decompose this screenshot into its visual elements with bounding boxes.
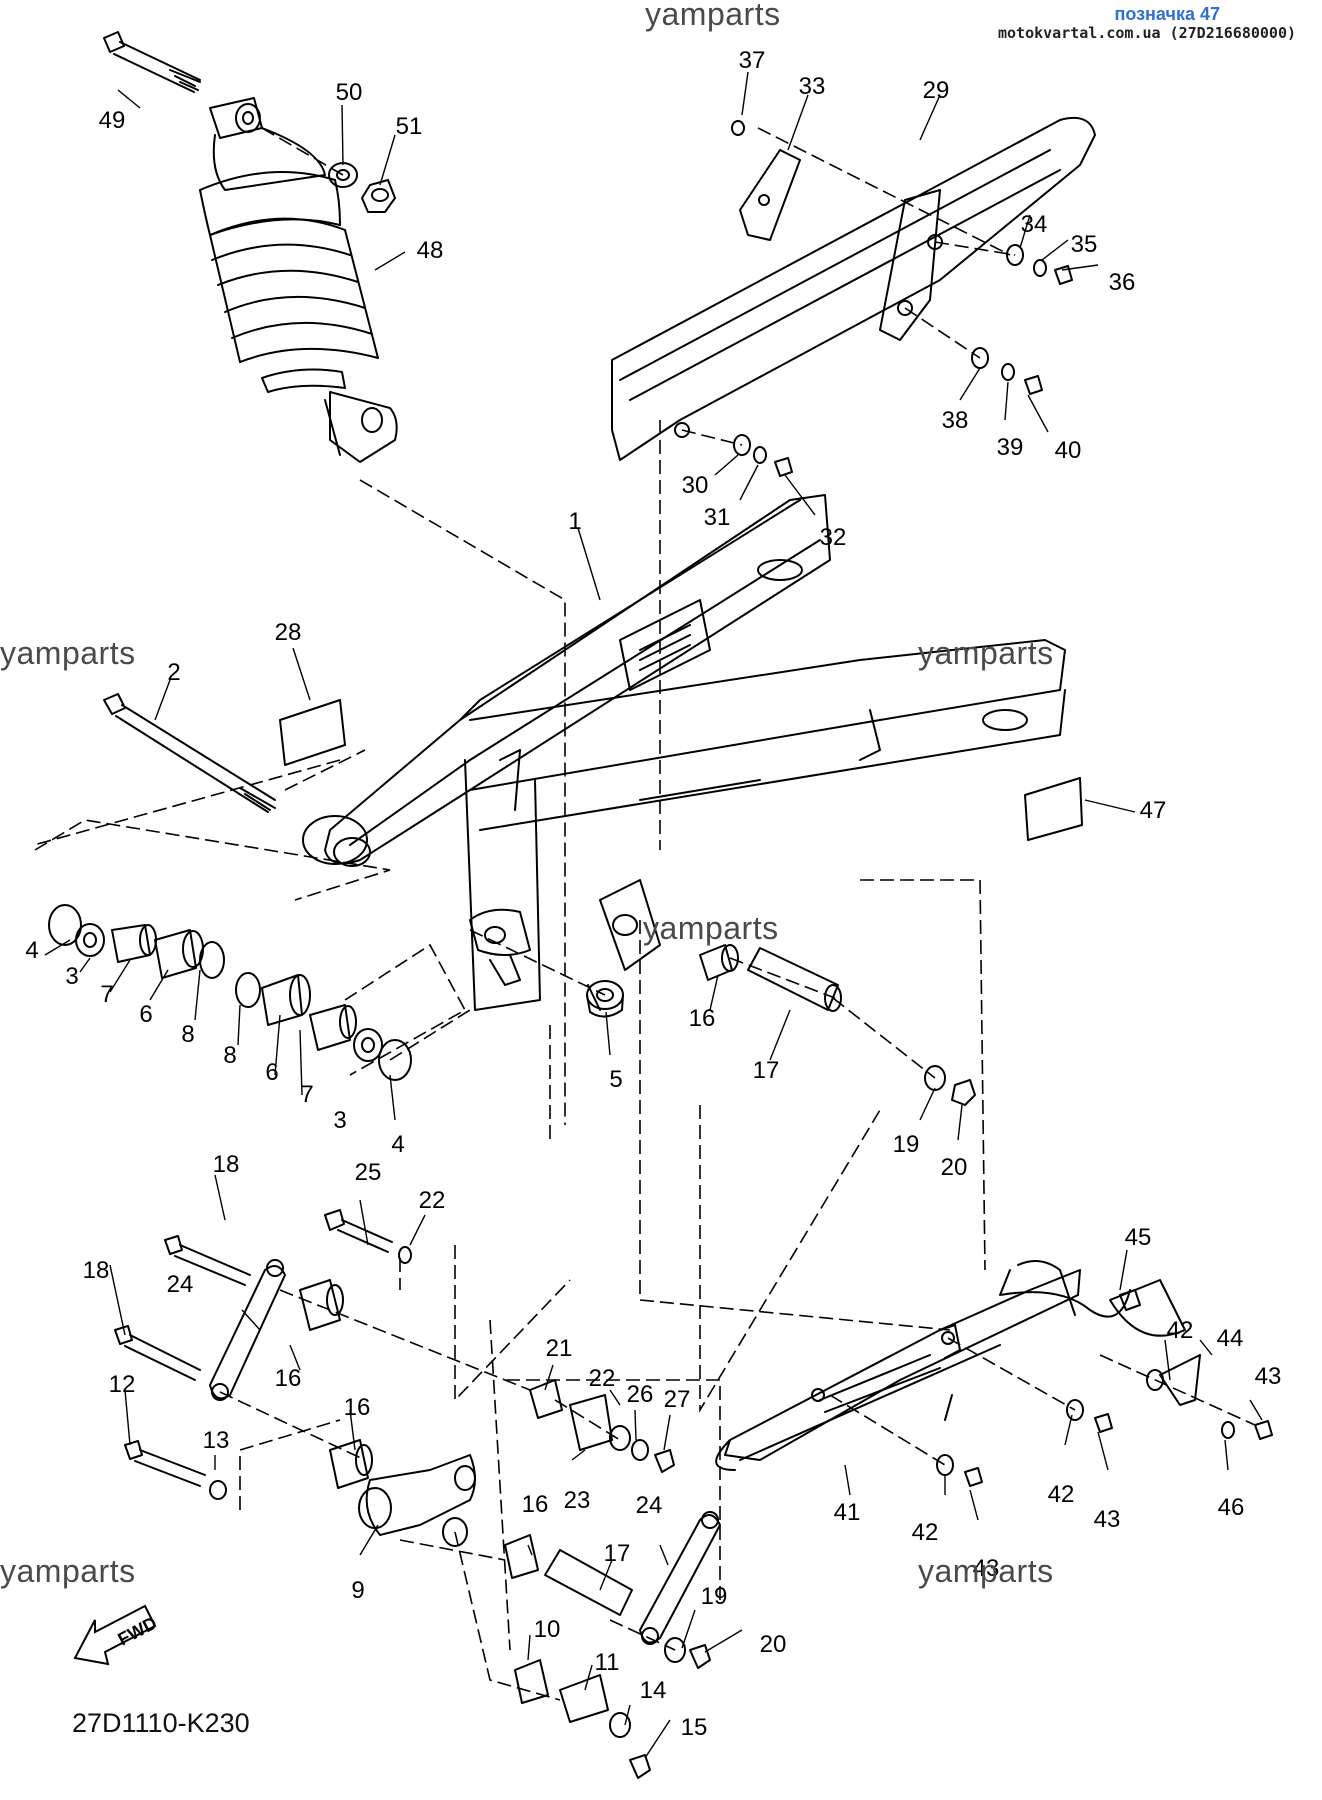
callout-number: 43 <box>1094 1506 1121 1533</box>
connecting-rod-part <box>209 1259 721 1645</box>
callout-number: 7 <box>100 981 113 1008</box>
guard-cover-part <box>1159 1354 1201 1406</box>
callout-number: 37 <box>739 47 766 74</box>
callout-number: 43 <box>1255 1363 1282 1390</box>
callout-number: 42 <box>1167 1317 1194 1344</box>
chain-guard-part <box>715 1260 1186 1471</box>
watermark: yamparts <box>918 1553 1054 1589</box>
callout-number: 18 <box>213 1151 240 1178</box>
watermark: yamparts <box>643 910 779 946</box>
label-sticker-part <box>279 699 1083 841</box>
callout-number: 20 <box>941 1154 968 1181</box>
callout-number: 19 <box>893 1131 920 1158</box>
callout-number: 45 <box>1125 1224 1152 1251</box>
callout-number: 49 <box>99 107 126 134</box>
callout-number: 4 <box>25 937 38 964</box>
callout-number: 18 <box>83 1257 110 1284</box>
callout-number: 14 <box>640 1677 667 1704</box>
shock-absorber-part <box>103 31 398 463</box>
watermark: yamparts <box>645 0 781 32</box>
callout-number: 17 <box>753 1057 780 1084</box>
callout-number: 8 <box>181 1021 194 1048</box>
callout-number: 11 <box>595 1649 620 1676</box>
callout-number: 4 <box>391 1131 404 1158</box>
callout-number: 42 <box>912 1519 939 1546</box>
callout-number: 16 <box>275 1365 302 1392</box>
callout-number: 32 <box>820 524 847 551</box>
diagram-label: позначка 47 <box>1114 4 1220 24</box>
callout-number: 51 <box>396 113 423 140</box>
callout-number: 36 <box>1109 269 1136 296</box>
collar-part <box>699 944 976 1106</box>
callout-number: 25 <box>355 1159 382 1186</box>
callout-number: 2 <box>167 659 180 686</box>
callout-number: 13 <box>203 1427 230 1454</box>
callout-number: 41 <box>834 1499 861 1526</box>
callout-number: 19 <box>701 1583 728 1610</box>
swingarm-part <box>302 494 1066 1011</box>
callout-number: 8 <box>223 1042 236 1069</box>
nut-part <box>328 162 396 213</box>
fastener-part <box>731 120 1273 1487</box>
callout-number: 39 <box>997 434 1024 461</box>
callout-number: 24 <box>167 1271 194 1298</box>
callout-number: 10 <box>534 1616 561 1643</box>
callout-number: 33 <box>799 73 826 100</box>
callout-number: 21 <box>546 1335 573 1362</box>
callout-number: 3 <box>333 1107 346 1134</box>
callout-number: 35 <box>1071 231 1098 258</box>
bolt-part <box>114 1209 393 1487</box>
callout-number: 16 <box>689 1005 716 1032</box>
bushing-set-part <box>209 1246 711 1779</box>
callout-number: 15 <box>681 1714 708 1741</box>
callout-number: 28 <box>275 619 302 646</box>
watermark: yamparts <box>0 1553 136 1589</box>
callout-number: 42 <box>1048 1481 1075 1508</box>
callout-number: 22 <box>589 1365 616 1392</box>
bushing-part <box>586 980 624 1018</box>
callout-number: 30 <box>682 472 709 499</box>
pivot-shaft-part <box>103 693 276 813</box>
callout-number: 6 <box>139 1001 152 1028</box>
callout-number: 24 <box>636 1492 663 1519</box>
callout-number: 48 <box>417 237 444 264</box>
callout-number: 6 <box>265 1059 278 1086</box>
callout-number: 26 <box>627 1381 654 1408</box>
callout-number: 22 <box>419 1187 446 1214</box>
callout-number: 34 <box>1021 211 1048 238</box>
callout-number: 9 <box>351 1577 364 1604</box>
callout-number: 17 <box>604 1540 631 1567</box>
callout-number: 5 <box>609 1066 622 1093</box>
callout-number: 44 <box>1217 1325 1244 1352</box>
callout-number: 40 <box>1055 437 1082 464</box>
fwd-arrow-icon: FWD <box>73 1604 160 1666</box>
callout-number: 31 <box>704 504 731 531</box>
callout-number: 47 <box>1140 797 1167 824</box>
callout-number: 12 <box>109 1371 136 1398</box>
callout-number: 7 <box>300 1081 313 1108</box>
callout-number: 20 <box>760 1631 787 1658</box>
source-text: motokvartal.com.ua (27D216680000) <box>997 24 1296 42</box>
diagram-code: 27D1110-K230 <box>72 1708 250 1738</box>
callout-number: 1 <box>568 508 581 535</box>
callout-number: 50 <box>336 79 363 106</box>
callout-number: 16 <box>522 1491 549 1518</box>
relay-arm-part <box>358 1454 476 1547</box>
watermark: yamparts <box>918 635 1054 671</box>
chain-case-top-part <box>611 116 1096 461</box>
callout-number: 29 <box>923 77 950 104</box>
callout-number: 27 <box>664 1386 691 1413</box>
bearing-group-part <box>48 904 412 1081</box>
callout-number: 3 <box>65 963 78 990</box>
callout-number: 38 <box>942 407 969 434</box>
callout-number: 43 <box>973 1555 1000 1582</box>
watermark: yamparts <box>0 635 136 671</box>
callout-number: 46 <box>1218 1494 1245 1521</box>
callout-number: 23 <box>564 1487 591 1514</box>
callout-number: 16 <box>344 1394 371 1421</box>
